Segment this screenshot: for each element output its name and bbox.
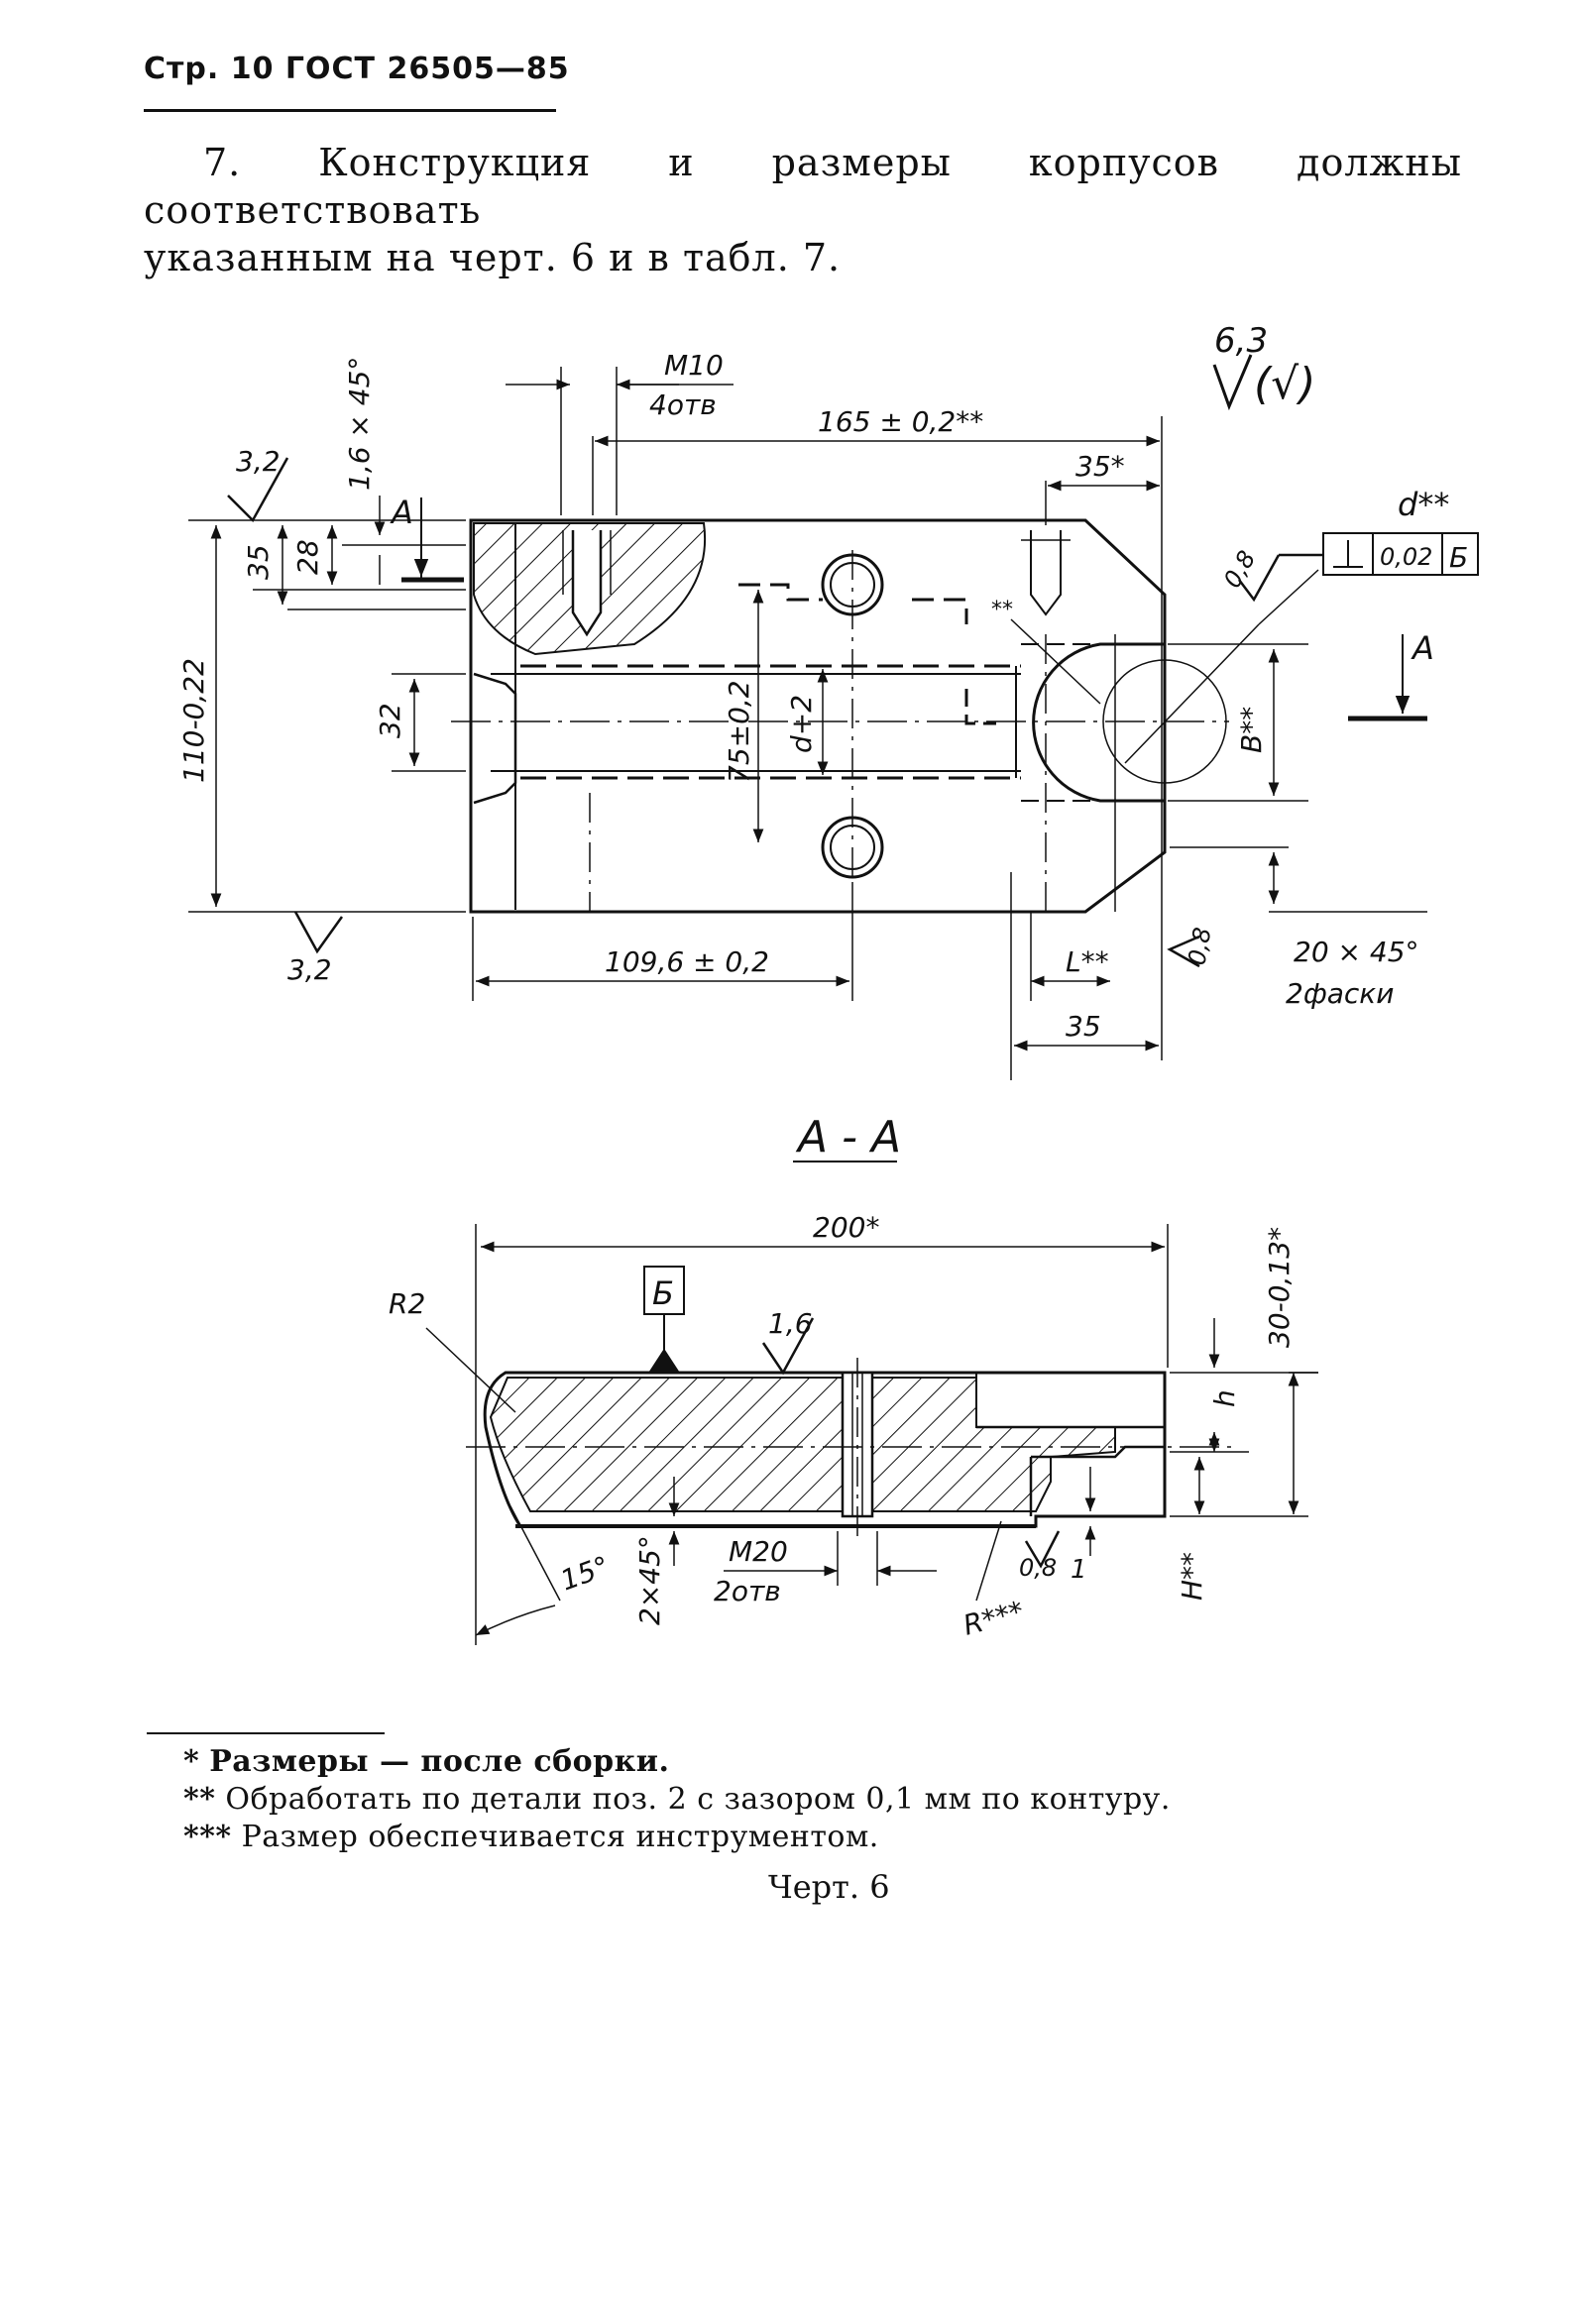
roughness-08-section-label: 0,8: [1019, 1554, 1057, 1582]
footnote-1-mark: *: [183, 1744, 200, 1779]
threaded-hole-right: [1030, 530, 1062, 616]
figure-caption: Черт. 6: [768, 1868, 890, 1906]
footnote-2-text: Обработать по детали поз. 2 с зазором 0,…: [225, 1782, 1171, 1817]
footnote-3: *** Размер обеспечивается инструментом.: [183, 1820, 879, 1854]
dim-d2-label: d+2: [785, 695, 818, 753]
m10-holes-label: 4отв: [649, 388, 717, 421]
threaded-hole-m10: [571, 530, 603, 637]
section-hatch-left: [489, 1377, 844, 1512]
technical-drawing: 6,3 (√) М10 4отв 165 ± 0,2** 35* 3,2 1,6…: [177, 321, 1479, 1645]
footnote-rule: [147, 1732, 385, 1734]
chamfer-2-label: 2×45°: [633, 1535, 666, 1625]
section-paragraph: 7. Конструкция и размеры корпусов должны…: [144, 139, 1462, 281]
roughness-32-bottom-label: 3,2: [287, 953, 332, 986]
dim-75-label: 75±0,2: [723, 680, 755, 783]
footnote-3-mark: ***: [183, 1820, 232, 1854]
roughness-general-paren: (√): [1254, 359, 1315, 409]
paragraph-line-2: указанным на черт. 6 и в табл. 7.: [144, 236, 842, 279]
dim-35-bottom-label: 35: [1066, 1010, 1101, 1043]
page-header: Стр. 10 ГОСТ 26505—85: [144, 52, 570, 86]
section-mark-right: А: [1411, 629, 1434, 667]
roughness-16-label: 1,6: [768, 1307, 813, 1340]
footnote-1: * Размеры — после сборки.: [183, 1744, 669, 1779]
radius-r-label: R***: [960, 1595, 1027, 1642]
paragraph-line-1: 7. Конструкция и размеры корпусов должны…: [144, 141, 1462, 232]
section-hatch-right: [871, 1377, 1116, 1512]
tolerance-frame: [1322, 532, 1479, 576]
roughness-general-label: 6,3: [1214, 321, 1268, 361]
section-mark-top: А: [390, 494, 413, 531]
footnote-3-text: Размер обеспечивается инструментом.: [241, 1820, 879, 1854]
roughness-32-top-label: 3,2: [236, 445, 281, 478]
footnote-2: ** Обработать по детали поз. 2 с зазором …: [183, 1782, 1171, 1817]
section-dimensions: [425, 1224, 1318, 1645]
dim-1096-label: 109,6 ± 0,2: [605, 945, 769, 978]
chamfer-16-label: 1,6 × 45°: [343, 357, 376, 491]
datum-b-label: Б: [652, 1274, 674, 1312]
m20-label: М20: [729, 1535, 788, 1568]
angle-15-label: 15°: [556, 1550, 614, 1598]
roughness-08-bottom-label: 0,8: [1183, 926, 1216, 967]
dim-28-label: 28: [291, 539, 324, 575]
tolerance-value: 0,02: [1380, 543, 1432, 571]
header-underline: [144, 109, 556, 112]
dim-32-label: 32: [374, 703, 406, 738]
dim-200-label: 200*: [813, 1211, 879, 1244]
dim-h-upper-label: Н**: [1176, 1552, 1208, 1601]
radius-r2-label: R2: [389, 1287, 425, 1320]
footnote-2-mark: **: [183, 1782, 216, 1817]
dim-h-label: h: [1208, 1389, 1241, 1407]
dim-30-label: 30-0,13*: [1263, 1227, 1296, 1348]
dim-35-star-label: 35*: [1075, 450, 1125, 483]
dim-b-label: В**: [1235, 707, 1268, 753]
dim-35-label: 35: [242, 544, 275, 580]
chamfer-count-label: 2фаски: [1286, 977, 1394, 1010]
body-outline: [469, 518, 1167, 914]
dim-110-label: 110-0,22: [177, 658, 210, 783]
chamfer-20-label: 20 × 45°: [1294, 936, 1419, 968]
m20-holes-label: 2отв: [714, 1575, 781, 1607]
drawing-labels: 6,3 (√) М10 4отв 165 ± 0,2** 35* 3,2 1,6…: [177, 321, 1468, 1642]
d-double-star-label: d**: [1398, 486, 1449, 523]
tolerance-datum: Б: [1449, 541, 1468, 574]
roughness-08-top-label: 0,8: [1218, 546, 1261, 593]
m10-label: М10: [664, 349, 724, 382]
dim-l-label: L**: [1066, 945, 1109, 978]
main-view-dimensions: [188, 367, 1427, 1080]
dim-165-label: 165 ± 0,2**: [818, 405, 983, 438]
slot-arc: [1032, 642, 1165, 803]
dim-1-label: 1: [1071, 1555, 1087, 1585]
section-title: А - А: [795, 1112, 901, 1162]
slot-circle: [1102, 659, 1227, 784]
footnote-1-text: Размеры — после сборки.: [209, 1744, 670, 1779]
main-view: [451, 518, 1229, 914]
double-star-label: **: [991, 598, 1013, 622]
section-view: [466, 1358, 1234, 1541]
roughness-symbols: [227, 354, 1323, 968]
